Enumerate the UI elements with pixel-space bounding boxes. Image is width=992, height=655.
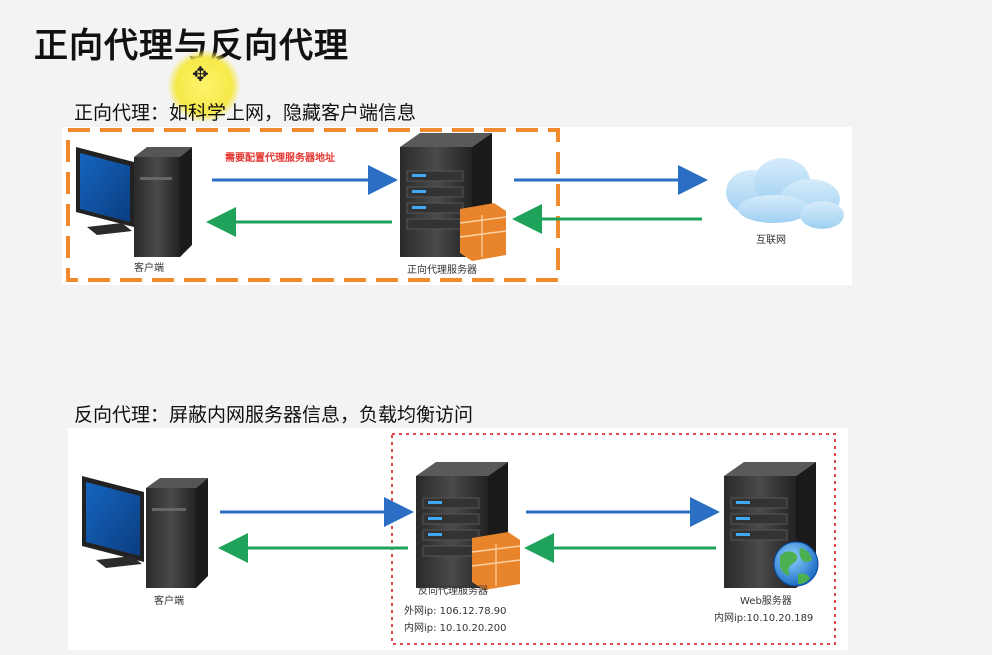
- forward-diagram: 客户端 需要配置代理服务器地址 正向代理服务器: [62, 127, 852, 285]
- web-server-label: Web服务器: [740, 594, 792, 607]
- firewall-icon: [471, 532, 521, 590]
- forward-subtitle: 正向代理：如科学上网，隐藏客户端信息: [74, 102, 417, 124]
- move-cursor-icon: ✥: [192, 62, 209, 86]
- forward-proxy-label: 正向代理服务器: [407, 263, 477, 276]
- config-note: 需要配置代理服务器地址: [225, 151, 335, 164]
- proxy-internal-ip: 内网ip: 10.10.20.200: [404, 621, 506, 634]
- client-pc-icon: [76, 147, 192, 257]
- firewall-icon: [459, 203, 507, 261]
- forward-proxy-boundary: [66, 128, 560, 282]
- globe-icon: [773, 541, 819, 587]
- internal-network-boundary: [391, 433, 836, 645]
- client-label: 客户端: [134, 261, 164, 274]
- reverse-diagram: 客户端 反向代理服务器 外网ip: 106.12.78.90 内网ip: 10.…: [68, 428, 848, 650]
- proxy-external-ip: 外网ip: 106.12.78.90: [404, 605, 506, 617]
- cursor-highlight: [168, 50, 240, 122]
- cloud-icon: [726, 158, 844, 229]
- client-pc-icon: [82, 476, 208, 588]
- web-server-icon: [724, 462, 816, 588]
- web-server-ip: 内网ip:10.10.20.189: [714, 611, 813, 624]
- client-label: 客户端: [154, 594, 184, 607]
- internet-label: 互联网: [756, 234, 786, 246]
- reverse-subtitle: 反向代理：屏蔽内网服务器信息，负载均衡访问: [74, 404, 474, 426]
- reverse-proxy-label: 反向代理服务器: [418, 584, 488, 597]
